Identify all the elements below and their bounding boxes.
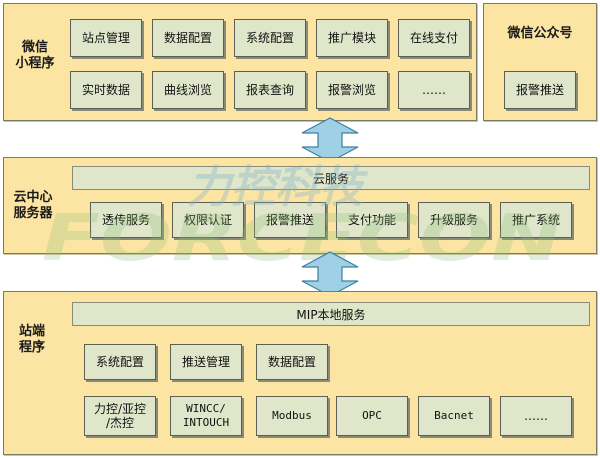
more-box: …… — [398, 71, 470, 109]
cloud-service-bar: 云服务 — [72, 166, 590, 190]
online-payment-box: 在线支付 — [398, 19, 470, 57]
likong-yakong-box: 力控/亚控 /杰控 — [84, 396, 156, 436]
realtime-data-box: 实时数据 — [70, 71, 142, 109]
station-program-title: 站端 程序 — [18, 324, 45, 355]
station-program-panel: 站端 程序 MIP本地服务 系统配置 推送管理 数据配置 力控/亚控 /杰控 W… — [3, 291, 597, 455]
wincc-intouch-box: WINCC/ INTOUCH — [170, 396, 242, 436]
promotion-system-box: 推广系统 — [500, 202, 572, 238]
modbus-box: Modbus — [256, 396, 328, 436]
official-account-title: 微信公众号 — [507, 26, 573, 41]
push-management-box: 推送管理 — [170, 344, 242, 380]
cloud-server-panel: 云中心 服务器 云服务 透传服务 权限认证 报警推送 支付功能 升级服务 推广系… — [3, 157, 597, 254]
bacnet-box: Bacnet — [418, 396, 490, 436]
upgrade-service-box: 升级服务 — [418, 202, 490, 238]
passthrough-service-box: 透传服务 — [90, 202, 162, 238]
curve-browse-box: 曲线浏览 — [152, 71, 224, 109]
alarm-push-box: 报警推送 — [504, 71, 576, 109]
station-system-config-box: 系统配置 — [84, 344, 156, 380]
cloud-server-title: 云中心 服务器 — [13, 190, 53, 221]
mini-program-panel: 微信 小程序 站点管理 数据配置 系统配置 推广模块 在线支付 实时数据 曲线浏… — [3, 3, 477, 121]
cloud-alarm-push-box: 报警推送 — [254, 202, 326, 238]
official-account-panel: 微信公众号 报警推送 — [483, 3, 597, 121]
alarm-browse-box: 报警浏览 — [316, 71, 388, 109]
payment-function-box: 支付功能 — [336, 202, 408, 238]
permission-auth-box: 权限认证 — [172, 202, 244, 238]
promotion-module-box: 推广模块 — [316, 19, 388, 57]
report-query-box: 报表查询 — [234, 71, 306, 109]
opc-box: OPC — [336, 396, 408, 436]
mini-program-title: 微信 小程序 — [15, 40, 55, 71]
system-config-box: 系统配置 — [234, 19, 306, 57]
mip-local-service-bar: MIP本地服务 — [72, 302, 590, 326]
site-management-box: 站点管理 — [70, 19, 142, 57]
station-more-box: …… — [500, 396, 572, 436]
data-config-box: 数据配置 — [152, 19, 224, 57]
station-data-config-box: 数据配置 — [256, 344, 328, 380]
